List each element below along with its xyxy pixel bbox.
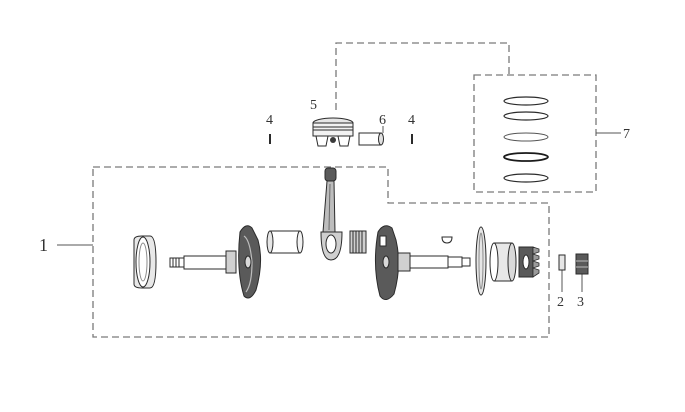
piston-ring (503, 96, 549, 106)
piston (312, 117, 354, 147)
nut (575, 253, 589, 275)
connecting-rod (320, 167, 343, 261)
piston-ring (503, 132, 549, 142)
piston-ring (503, 111, 549, 121)
right-crank-shaft (397, 252, 471, 272)
right-main-bearing (489, 242, 517, 282)
callout-4-right: 4 (408, 113, 415, 128)
callout-3: 3 (577, 295, 584, 310)
callout-4-left: 4 (266, 113, 273, 128)
needle-bearing (349, 230, 367, 254)
callout-6: 6 (379, 113, 386, 128)
callout-5: 5 (310, 98, 317, 113)
callout-2: 2 (557, 295, 564, 310)
left-crank-shaft (169, 250, 237, 274)
right-crank-web (374, 225, 400, 300)
piston-ring (503, 152, 549, 162)
timing-gear (518, 246, 540, 278)
washer (558, 254, 566, 271)
left-main-bearing (133, 235, 157, 289)
crank-pin (266, 230, 304, 254)
piston-rings (503, 96, 549, 183)
oil-seal (475, 226, 487, 296)
piston-ring (503, 173, 549, 183)
piston-ring-link-outline (335, 42, 510, 110)
woodruff-key (441, 236, 453, 244)
callout-7: 7 (623, 127, 630, 142)
piston-pin (358, 132, 384, 146)
left-crank-web (238, 225, 262, 299)
crankshaft-group-outline (92, 166, 550, 338)
callout-1: 1 (39, 235, 48, 255)
